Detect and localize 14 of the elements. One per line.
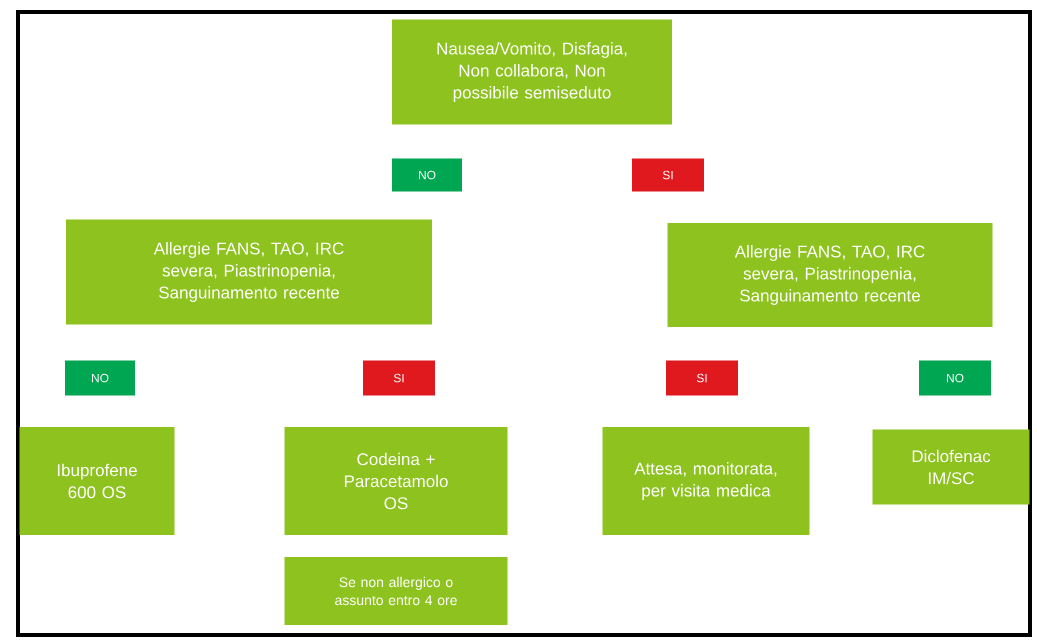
process-box: Attesa, monitorata, per visita medica: [602, 427, 810, 535]
answer-tag: SI: [632, 158, 704, 192]
answer-tag: NO: [65, 360, 135, 396]
process-box: Ibuprofene 600 OS: [19, 427, 175, 535]
process-box: Nausea/Vomito, Disfagia, Non collabora, Non possibile semiseduto: [392, 19, 672, 125]
process-box: Allergie FANS, TAO, IRC severa, Piastrinopenia, Sanguinamento recente: [667, 223, 993, 327]
answer-tag: SI: [666, 360, 738, 396]
answer-tag: NO: [919, 360, 991, 396]
process-box: Codeina + Paracetamolo OS: [284, 427, 508, 535]
process-box: Allergie FANS, TAO, IRC severa, Piastrinopenia, Sanguinamento recente: [66, 219, 432, 325]
process-box: Diclofenac IM/SC: [872, 429, 1030, 505]
answer-tag: SI: [363, 360, 435, 396]
process-box: Se non allergico o assunto entro 4 ore: [284, 557, 508, 625]
answer-tag: NO: [392, 158, 462, 192]
